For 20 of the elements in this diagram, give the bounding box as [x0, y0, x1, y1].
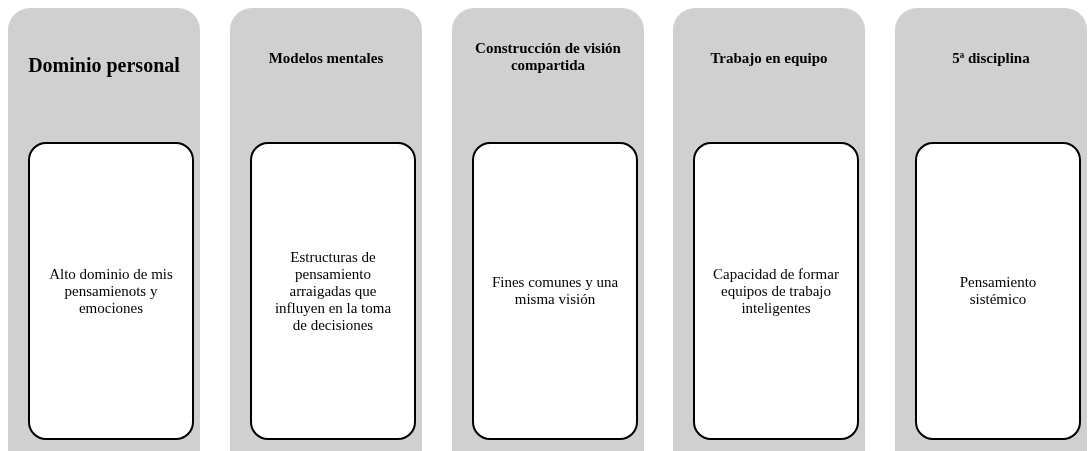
column-heading: Modelos mentales — [267, 50, 385, 67]
column-panel — [895, 8, 1087, 451]
description-text: Pensamiento sistémico — [958, 274, 1038, 308]
column-panel — [8, 8, 200, 451]
column-heading: Dominio personal — [27, 53, 181, 77]
description-text: Fines comunes y una misma visión — [490, 274, 620, 308]
content-box — [28, 142, 194, 440]
description-text: Capacidad de formar equipos de trabajo inteligentes — [712, 265, 840, 317]
column-panel — [230, 8, 422, 451]
content-box — [693, 142, 859, 440]
description-text: Estructuras de pensamiento arraigadas que influyen en la toma de decisiones — [273, 248, 393, 334]
content-box — [915, 142, 1081, 440]
column-panel — [452, 8, 644, 451]
column-heading: 5ª disciplina — [951, 50, 1031, 67]
column-heading: Construcción de visión compartida — [474, 40, 622, 74]
column-panel — [673, 8, 865, 451]
content-box — [250, 142, 416, 440]
column-heading: Trabajo en equipo — [709, 50, 829, 67]
description-text: Alto dominio de mis pensamienots y emociones — [48, 265, 174, 317]
content-box — [472, 142, 638, 440]
